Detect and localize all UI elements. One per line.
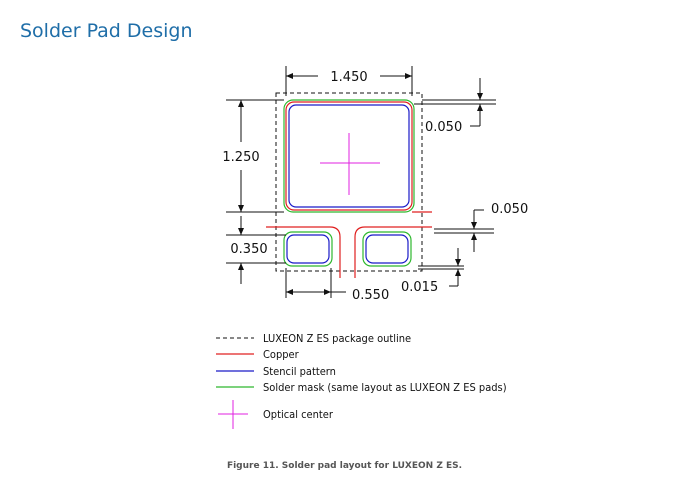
dimension-height-lines xyxy=(226,99,284,213)
dimension-pad-width-lines xyxy=(285,268,346,298)
optical-center-cross xyxy=(320,133,380,195)
dimension-pad-width-label: 0.550 xyxy=(352,288,389,303)
dimension-gap-side-label: 0.050 xyxy=(491,202,528,217)
stencil-right-pad xyxy=(365,234,409,264)
dimension-pad-height-lines xyxy=(226,216,286,284)
dimension-pad-height-label: 0.350 xyxy=(230,242,267,257)
copper-large-pad xyxy=(285,101,413,211)
legend-label-copper: Copper xyxy=(263,348,300,361)
section-heading: Solder Pad Design xyxy=(20,20,193,42)
dimension-gap-bottom-label: 0.015 xyxy=(401,280,438,295)
dimension-gap-top-label: 0.050 xyxy=(425,120,462,135)
solder-mask-large-pad xyxy=(283,99,415,213)
legend-swatch-optical-center xyxy=(218,400,248,429)
dimension-gap-top-lines xyxy=(414,78,496,127)
dimension-gap-bottom-lines xyxy=(418,248,464,287)
legend: LUXEON Z ES package outline Copper Stenc… xyxy=(216,332,507,429)
dimension-gap-side-lines xyxy=(434,209,494,252)
dimension-width-lines xyxy=(285,66,413,96)
solder-mask-left-pad xyxy=(283,231,333,267)
copper-traces xyxy=(266,211,432,278)
figure-caption: Figure 11. Solder pad layout for LUXEON … xyxy=(226,461,463,471)
legend-label-optical-center: Optical center xyxy=(263,408,334,421)
stencil-large-pad xyxy=(288,104,410,208)
package-outline xyxy=(275,92,423,272)
legend-label-package-outline: LUXEON Z ES package outline xyxy=(263,332,411,345)
legend-label-stencil: Stencil pattern xyxy=(263,365,336,378)
dimension-height-label: 1.250 xyxy=(222,150,259,165)
legend-label-solder-mask: Solder mask (same layout as LUXEON Z ES … xyxy=(263,381,507,394)
dimension-width-label: 1.450 xyxy=(330,70,367,85)
solder-mask-right-pad xyxy=(362,231,412,267)
stencil-left-pad xyxy=(286,234,330,264)
